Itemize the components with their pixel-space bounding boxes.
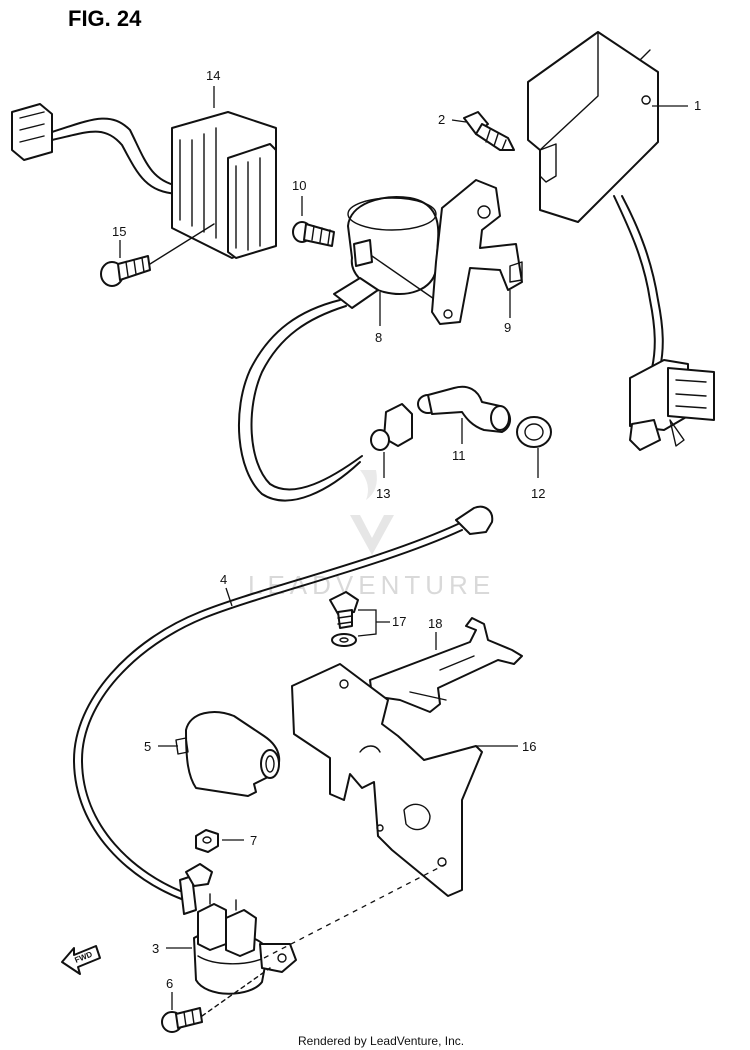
callout-9: 9 (504, 320, 511, 335)
part-8-ignition-coil[interactable] (237, 196, 451, 502)
part-9-bracket[interactable] (431, 179, 523, 325)
part-2-bolt[interactable] (463, 111, 515, 151)
part-3-starter-relay[interactable] (185, 863, 297, 995)
part-15-screw[interactable] (100, 223, 215, 287)
footer-credit: Rendered by LeadVenture, Inc. (298, 1034, 464, 1048)
part-16-bracket[interactable] (291, 663, 483, 897)
callout-16: 16 (522, 739, 536, 754)
callout-15: 15 (112, 224, 126, 239)
part-18-clip[interactable] (369, 617, 523, 713)
callout-18: 18 (428, 616, 442, 631)
callout-17: 17 (392, 614, 406, 629)
callout-1: 1 (694, 98, 701, 113)
part-5-boot[interactable] (175, 711, 280, 797)
callout-10: 10 (292, 178, 306, 193)
watermark-logo: LEADVENTURE (248, 470, 495, 600)
callout-7: 7 (250, 833, 257, 848)
callout-2: 2 (438, 112, 445, 127)
part-12-seal[interactable] (516, 416, 552, 448)
fwd-arrow-icon: FWD (61, 945, 101, 975)
callout-3: 3 (152, 941, 159, 956)
part-10-bolt[interactable] (292, 221, 335, 247)
callout-12: 12 (531, 486, 545, 501)
callout-4: 4 (220, 572, 227, 587)
figure-title: FIG. 24 (68, 6, 142, 31)
callout-6: 6 (166, 976, 173, 991)
callout-5: 5 (144, 739, 151, 754)
callout-8: 8 (375, 330, 382, 345)
part-17-bolt-washer[interactable] (329, 591, 359, 647)
part-7-nut[interactable] (195, 829, 219, 853)
part-13-cap[interactable] (370, 403, 413, 451)
callout-11: 11 (452, 448, 466, 463)
part-1-cdi-unit[interactable] (527, 31, 715, 451)
callout-13: 13 (376, 486, 390, 501)
part-11-plug-cap[interactable] (417, 385, 511, 433)
watermark-text: LEADVENTURE (248, 570, 495, 600)
part-6-screw[interactable] (161, 967, 271, 1033)
part-14-regulator[interactable] (11, 103, 277, 259)
callout-14: 14 (206, 68, 220, 83)
part-4-cable[interactable] (73, 505, 494, 915)
